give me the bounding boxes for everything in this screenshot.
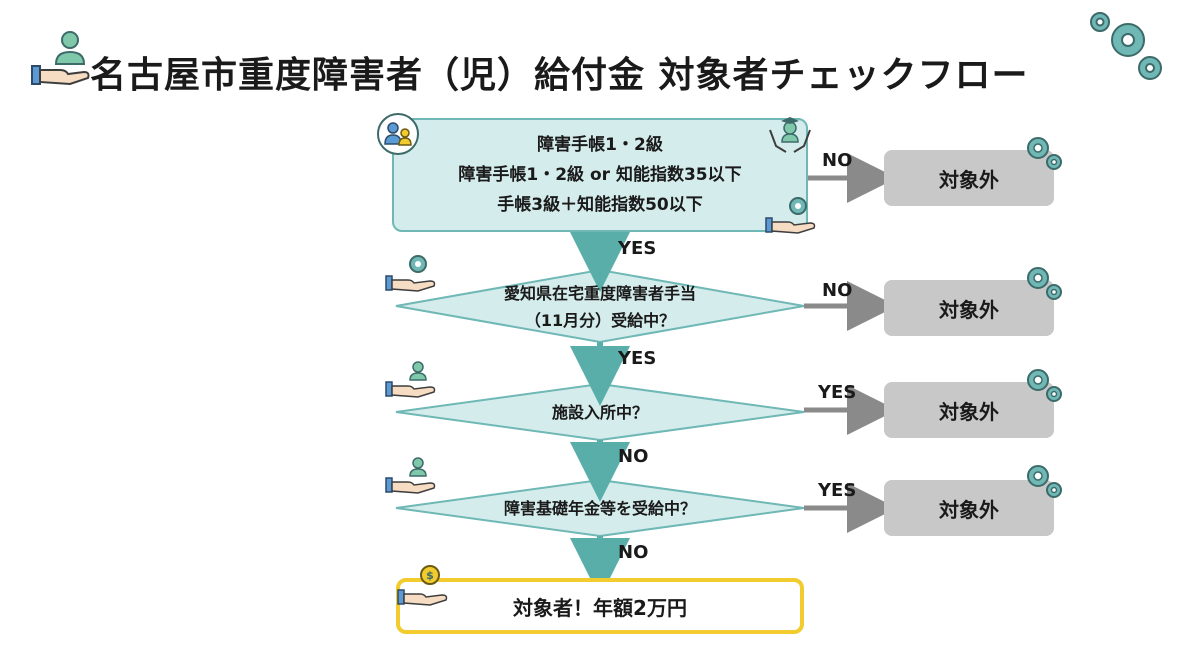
hand-gear-icon	[765, 197, 816, 234]
page-title: 名古屋市重度障害者（児）給付金 対象者チェックフロー	[90, 55, 1029, 96]
excluded-box-4: 対象外	[884, 480, 1054, 536]
step1-line-1: 障害手帳1・2級	[537, 135, 663, 155]
gear-icon	[1090, 12, 1162, 80]
svg-text:$: $	[426, 569, 434, 582]
step4-yes-label: YES	[818, 480, 857, 501]
step1-no-label: NO	[822, 150, 853, 171]
decision-text-2: 愛知県在宅重度障害者手当 （11月分）受給中？	[430, 278, 770, 336]
gear-icon	[1027, 267, 1062, 300]
step2-no-label: NO	[822, 280, 853, 301]
excluded-box-1: 対象外	[884, 150, 1054, 206]
step4-line-1: 障害基礎年金等を受給中？	[503, 498, 696, 518]
people-icon	[377, 113, 419, 155]
step4-no-label: NO	[618, 542, 649, 563]
excluded-box-3: 対象外	[884, 382, 1054, 438]
decision-text-4: 障害基礎年金等を受給中？	[430, 492, 770, 524]
decision-box-1: 障害手帳1・2級 障害手帳1・2級 or 知能指数35以下 手帳3級＋知能指数5…	[392, 118, 808, 232]
hand-gear-icon	[385, 255, 436, 292]
title-row: 名古屋市重度障害者（児）給付金 対象者チェックフロー	[30, 28, 1190, 108]
step2-yes-label: YES	[618, 348, 657, 369]
step1-line-3: 手帳3級＋知能指数50以下	[497, 195, 703, 215]
hand-coin-icon: $	[397, 565, 448, 606]
step3-line-1: 施設入所中？	[551, 402, 648, 422]
decision-text-3: 施設入所中？	[430, 396, 770, 428]
hand-person-icon	[385, 361, 436, 398]
step3-yes-label: YES	[818, 382, 857, 403]
step2-line-2: （11月分）受給中？	[524, 311, 676, 330]
result-box: 対象者！年額2万円	[396, 578, 804, 634]
excluded-box-2: 対象外	[884, 280, 1054, 336]
graduate-hands-icon	[769, 117, 811, 153]
gear-icon	[1027, 137, 1062, 170]
step3-no-label: NO	[618, 446, 649, 467]
step1-yes-label: YES	[618, 238, 657, 259]
step1-line-2: 障害手帳1・2級 or 知能指数35以下	[458, 165, 742, 185]
gear-icon	[1027, 369, 1062, 402]
step2-line-1: 愛知県在宅重度障害者手当	[503, 284, 696, 303]
person-hand-icon	[31, 31, 90, 86]
gear-icon	[1027, 465, 1062, 498]
hand-person-icon	[385, 457, 436, 494]
